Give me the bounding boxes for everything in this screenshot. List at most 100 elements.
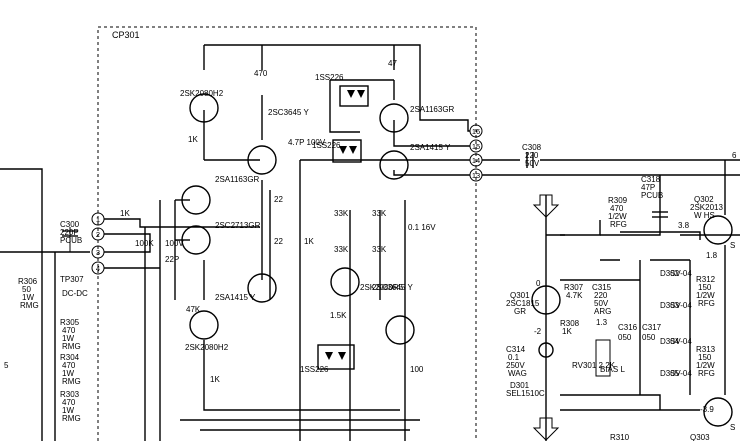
lbl-r310: R310	[610, 433, 630, 441]
lbl-r47k: 47K	[186, 305, 201, 314]
lbl-2sa1415-r: 2SA1415 Y	[410, 143, 451, 152]
lbl-bias: BIAS L	[600, 365, 625, 374]
lbl-q303: Q303	[690, 433, 710, 441]
pin-2-label: 2	[96, 230, 100, 239]
lbl-d1ss226-bot: 1SS226	[300, 365, 329, 374]
lbl-d305t: SV-04	[670, 369, 692, 378]
q-2sa1163gr-r[interactable]	[379, 103, 409, 133]
lbl-r304w: 1W	[62, 369, 74, 378]
q302[interactable]	[703, 215, 733, 245]
lbl-r47-top: 47	[388, 59, 397, 68]
lbl-c315w: 50V	[594, 299, 609, 308]
lbl-d1ss226-top: 1SS226	[315, 73, 344, 82]
lbl-v13: 1.3	[596, 318, 608, 327]
lbl-r306w: 1W	[22, 293, 34, 302]
lbl-rv301: RV301 2.2K	[572, 361, 616, 370]
lbl-q302: Q302	[694, 195, 714, 204]
lbl-c314w: 250V	[506, 361, 525, 370]
lbl-c300v: 220P	[60, 228, 79, 237]
lbl-r470-top: 470	[254, 69, 268, 78]
q-2sa1415-bot[interactable]	[247, 273, 277, 303]
lbl-r303w: 1W	[62, 406, 74, 415]
q-2sk2080-top[interactable]	[189, 93, 219, 123]
lbl-c100v: 100V	[165, 239, 184, 248]
lbl-r22-a: 22	[274, 195, 283, 204]
q-2sc2713[interactable]	[181, 225, 211, 255]
lbl-d303t: SV-04	[670, 301, 692, 310]
lbl-c22p: 22P	[165, 255, 179, 264]
lbl-r309w: 1/2W	[608, 212, 627, 221]
q-2sa1163gr[interactable]	[181, 185, 211, 215]
lbl-r312w: 1/2W	[696, 291, 715, 300]
lbl-r1k-c: 1K	[210, 375, 220, 384]
lbl-c308w: 50V	[525, 159, 540, 168]
lbl-v38: 3.8	[678, 221, 690, 230]
arrow-down-2	[532, 417, 560, 441]
lbl-r1k-a: 1K	[188, 135, 198, 144]
lbl-r304v: 470	[62, 361, 76, 370]
q-2sk2080-bot[interactable]	[189, 310, 219, 340]
q-2sk2080r5[interactable]	[330, 267, 360, 297]
lbl-d301: D301	[510, 381, 530, 390]
lbl-c317v: 050	[642, 333, 656, 342]
lbl-d302t: SV-04	[670, 269, 692, 278]
bias-l-box[interactable]	[595, 339, 611, 377]
lbl-r313w: 1/2W	[696, 361, 715, 370]
d301-led[interactable]	[538, 342, 554, 358]
lbl-2sa1415-bot: 2SA1415 Y	[215, 293, 256, 302]
d-1ss226-top[interactable]	[339, 85, 369, 107]
lbl-r33k-d: 33K	[372, 245, 387, 254]
lbl-c314: C314	[506, 345, 526, 354]
lbl-r305w: 1W	[62, 334, 74, 343]
lbl-2sk2080-bot: 2SK2080H2	[185, 343, 229, 352]
lbl-r306v: 50	[22, 285, 31, 294]
lbl-r309t: RFG	[610, 220, 627, 229]
lbl-2sc3645-bot: 2SC3645 Y	[372, 283, 413, 292]
lbl-d302: D302	[660, 269, 680, 278]
lbl-q301: Q301	[510, 291, 530, 300]
q-2sc3645-top[interactable]	[247, 145, 277, 175]
lbl-2sa1163gr: 2SA1163GR	[215, 175, 260, 184]
lbl-d301t: SEL1510C	[506, 389, 545, 398]
arrow-down-1	[532, 194, 560, 218]
wiring-right	[545, 160, 740, 441]
lbl-q302u: W HS	[694, 211, 715, 220]
d-1ss226-bot[interactable]	[317, 344, 355, 370]
lbl-c300t: PCUB	[60, 236, 82, 245]
lbl-q302t: 2SK2013	[690, 203, 723, 212]
lbl-r1k-in: 1K	[120, 209, 130, 218]
lbl-r33k-c: 33K	[334, 245, 349, 254]
lbl-c315v: 220	[594, 291, 608, 300]
lbl-c314v: 0.1	[508, 353, 520, 362]
lbl-r100k: 100K	[135, 239, 154, 248]
lbl-right-s2: S	[730, 423, 735, 432]
lbl-r312: R312	[696, 275, 716, 284]
lbl-tp307: TP307	[60, 275, 84, 284]
lbl-v0: 0	[536, 279, 541, 288]
q303[interactable]	[703, 397, 733, 427]
lbl-r309v: 470	[610, 204, 624, 213]
lbl-right-6: 6	[732, 151, 737, 160]
lbl-r306: R306	[18, 277, 38, 286]
lbl-r305t: RMG	[62, 342, 81, 351]
lbl-r313t: RFG	[698, 369, 715, 378]
q301[interactable]	[531, 285, 561, 315]
lbl-r15k: 1.5K	[330, 311, 347, 320]
lbl-r305v: 470	[62, 326, 76, 335]
lbl-c314t: WAG	[508, 369, 527, 378]
lbl-r304: R304	[60, 353, 80, 362]
q-2sa1415-r[interactable]	[379, 150, 409, 180]
capacitors	[62, 152, 668, 237]
lbl-r312t: RFG	[698, 299, 715, 308]
d-1ss226-mid[interactable]	[332, 139, 362, 163]
lbl-c318t: PCUB	[641, 191, 663, 200]
q-2sc3645-bot[interactable]	[385, 315, 415, 345]
lbl-r313v: 150	[698, 353, 712, 362]
lbl-c308: C308	[522, 143, 542, 152]
pin-13-label: 13	[472, 171, 480, 180]
lbl-2sk2080r5: 2SK2080R5	[360, 283, 404, 292]
arrows	[532, 194, 560, 441]
lbl-d303: D303	[660, 301, 680, 310]
